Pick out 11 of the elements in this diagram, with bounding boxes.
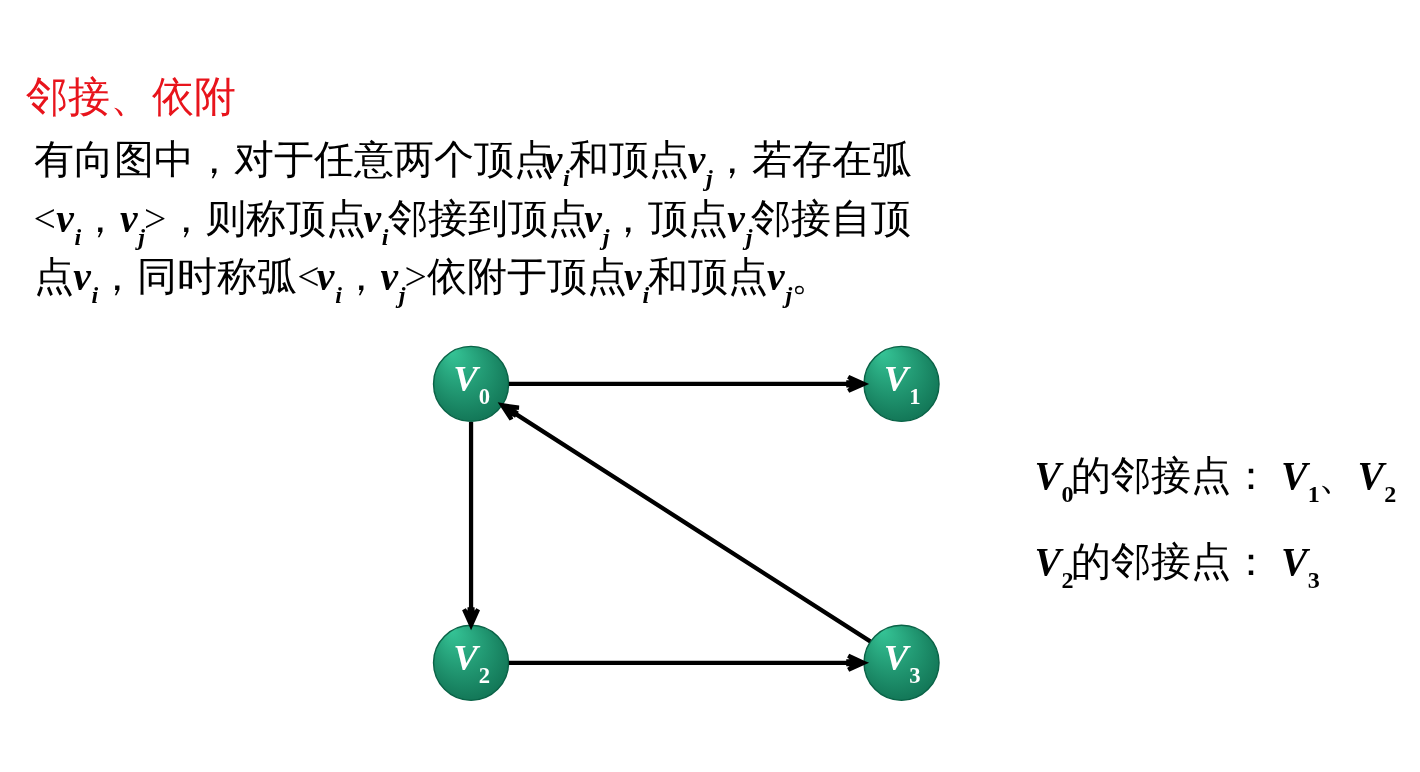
arrow xyxy=(499,403,872,644)
arrow xyxy=(508,374,867,393)
arrow xyxy=(508,653,867,672)
label: V$_{2}$的邻接点： V$_{3}$ xyxy=(1034,539,1320,593)
diagram-title: 邻接、依附 xyxy=(25,73,236,121)
node-circle: V$_{1}$ xyxy=(863,345,940,423)
node-circle: V$_{2}$ xyxy=(432,624,510,702)
arrow xyxy=(461,421,481,628)
node-circle: V$_{3}$ xyxy=(863,624,940,702)
node-circle: V$_{0}$ xyxy=(432,345,510,423)
label: V$_{0}$的邻接点： V$_{1}$、V$_{2}$ xyxy=(1034,453,1397,507)
